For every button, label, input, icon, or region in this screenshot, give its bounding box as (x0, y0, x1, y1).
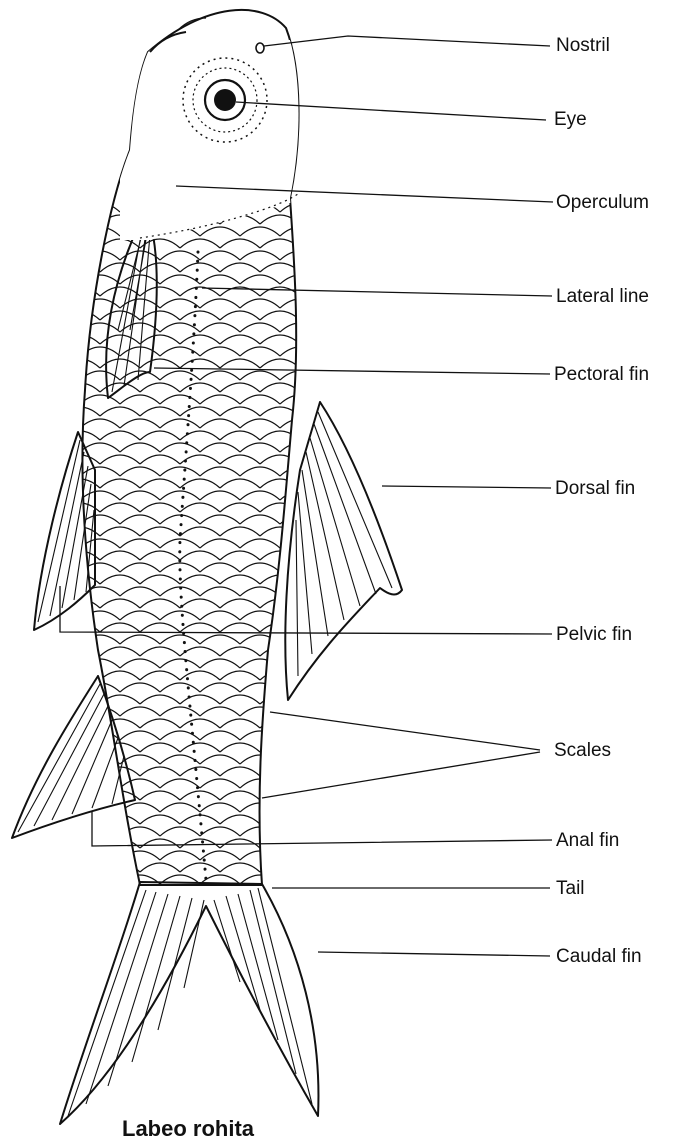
label-operculum: Operculum (556, 193, 649, 212)
leader-scales-upper (270, 712, 540, 750)
scales-pattern (60, 196, 320, 888)
label-scales: Scales (554, 741, 611, 760)
leader-scales-lower (262, 752, 540, 798)
leader-nostril (264, 36, 550, 46)
dorsal-fin (285, 402, 402, 700)
label-tail: Tail (556, 879, 585, 898)
label-pectoral-fin: Pectoral fin (554, 365, 649, 384)
label-lateral-line: Lateral line (556, 287, 649, 306)
label-dorsal-fin: Dorsal fin (555, 479, 635, 498)
leader-dorsal-fin (382, 486, 551, 488)
label-caudal-fin: Caudal fin (556, 947, 642, 966)
diagram-caption: Labeo rohita (122, 1118, 254, 1140)
leader-caudal-fin (318, 952, 550, 956)
label-nostril: Nostril (556, 36, 610, 55)
fish-body (60, 10, 320, 888)
label-anal-fin: Anal fin (556, 831, 619, 850)
caudal-fin (60, 882, 318, 1124)
label-pelvic-fin: Pelvic fin (556, 625, 632, 644)
label-eye: Eye (554, 110, 587, 129)
